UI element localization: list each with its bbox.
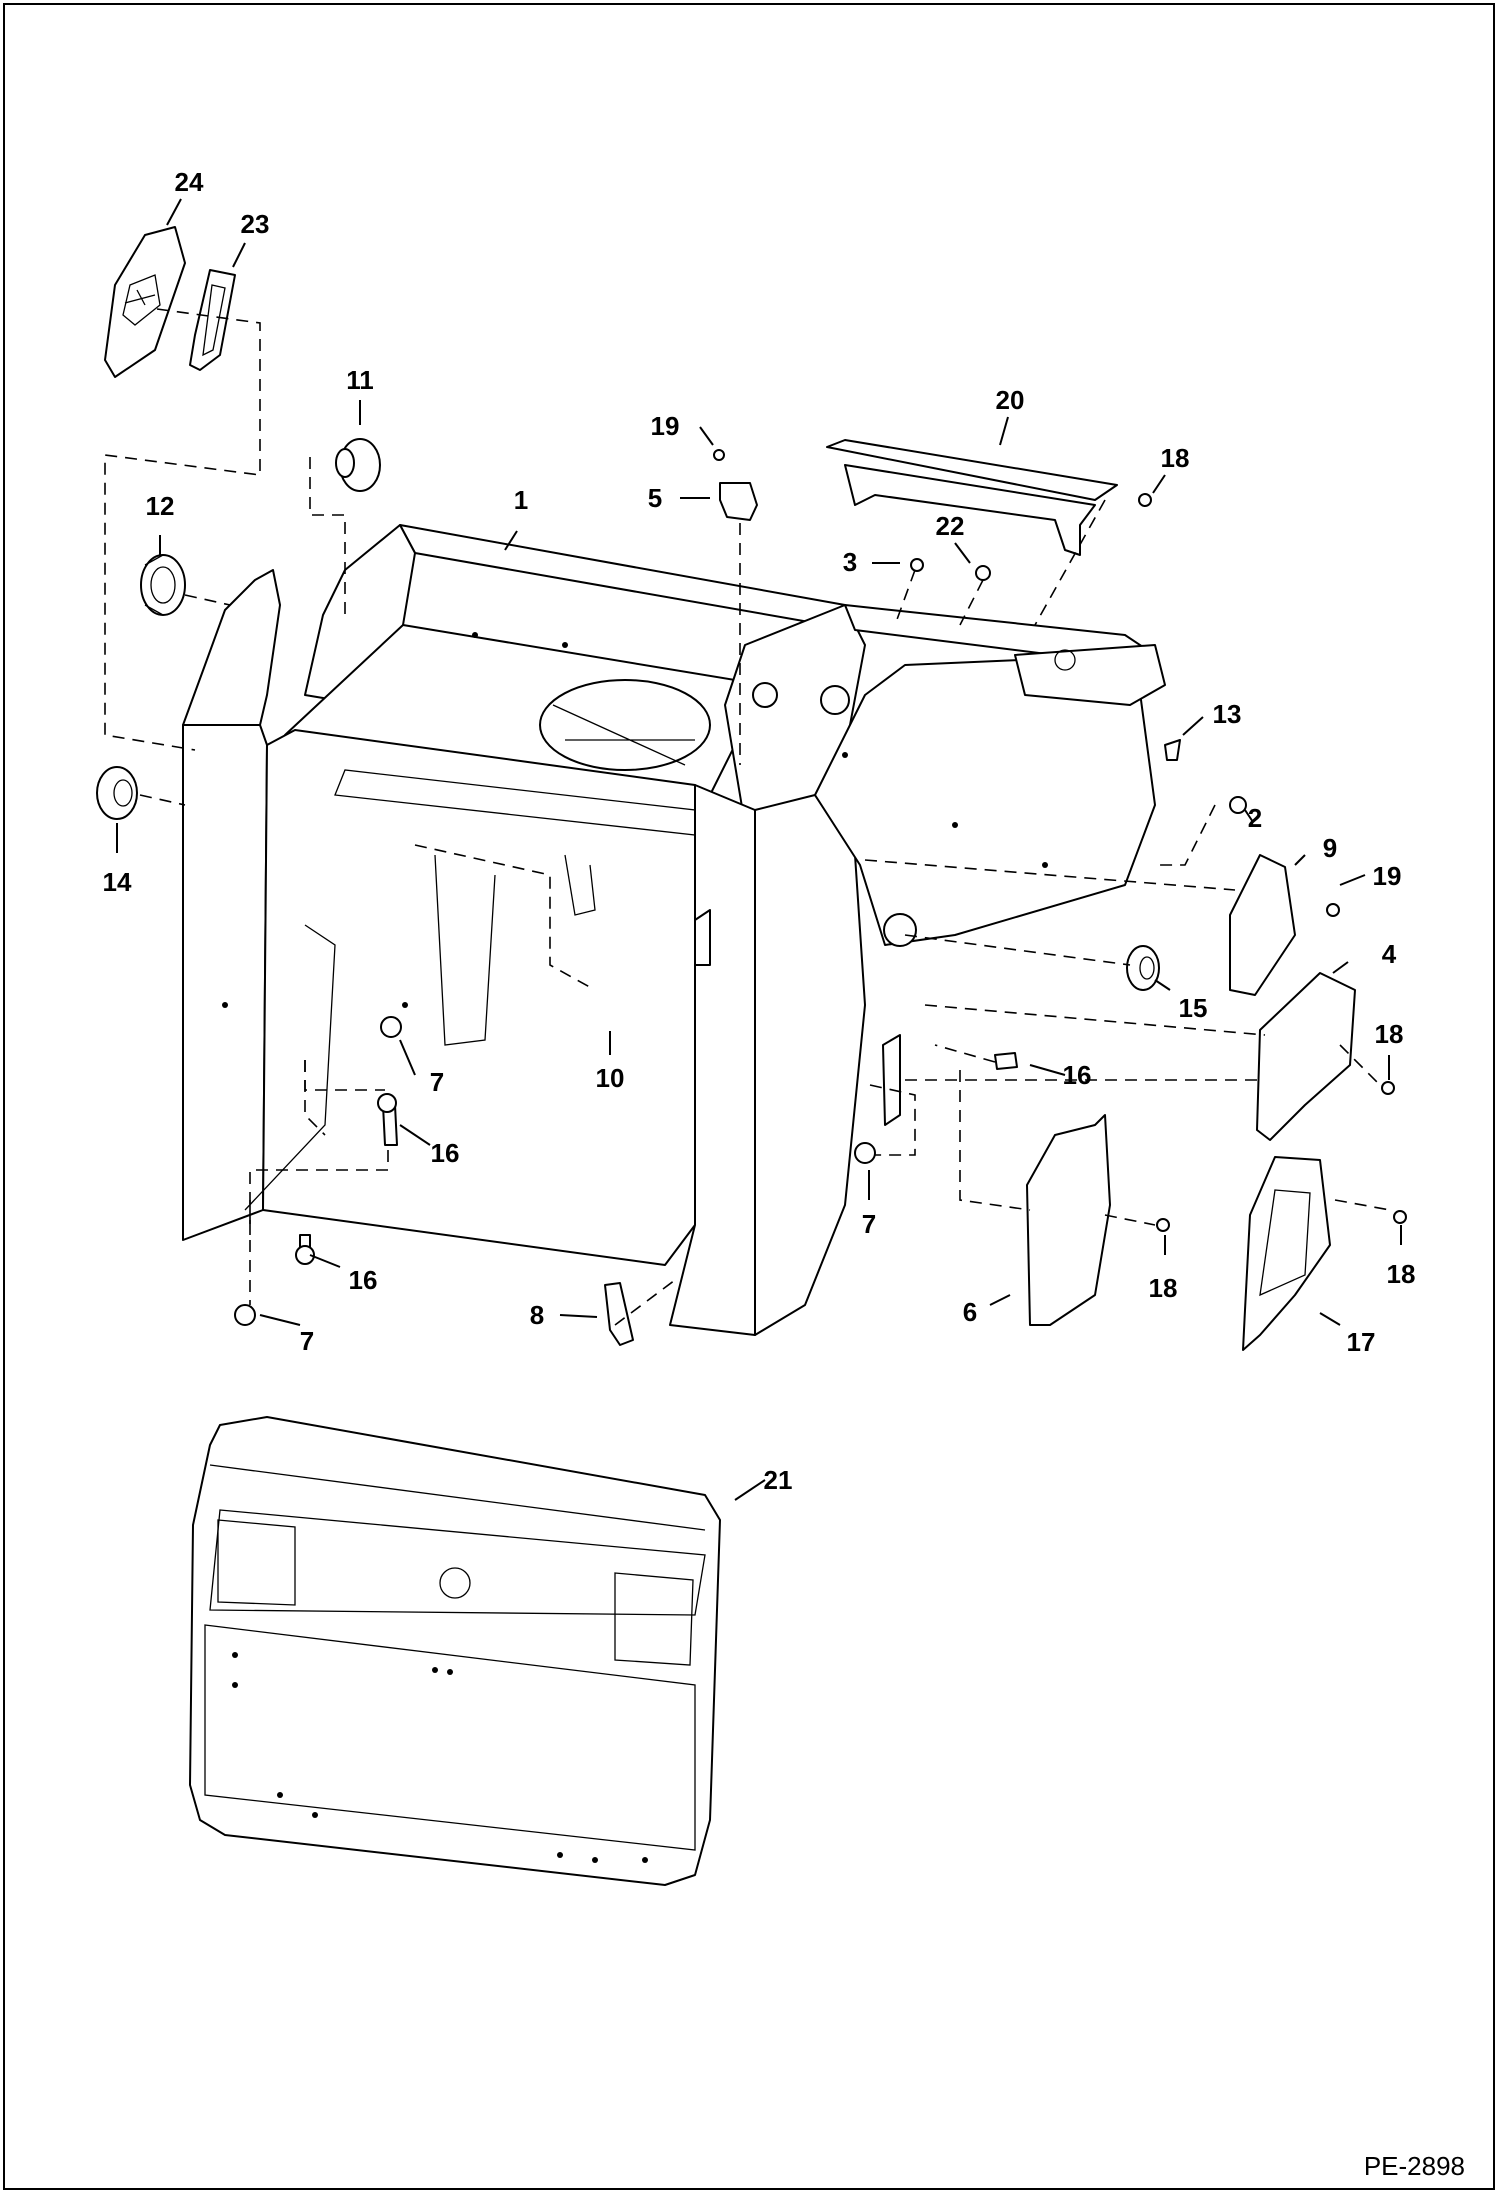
part-23-gasket [189, 269, 236, 371]
callout-24: 24 [175, 167, 204, 197]
callout-7-b: 7 [300, 1326, 314, 1356]
fastener-shapes [234, 449, 1407, 1326]
callout-18-mid: 18 [1149, 1273, 1178, 1303]
part-21-rear-panel [189, 1416, 721, 1886]
parts-diagram-page: 24 23 11 12 14 10 1 5 19 3 22 20 18 13 2… [3, 3, 1495, 2190]
callout-labels: 24 23 11 12 14 10 1 5 19 3 22 20 18 13 2… [103, 167, 1416, 1495]
callout-7-right: 7 [862, 1209, 876, 1239]
callout-3: 3 [843, 547, 857, 577]
leader-lines [116, 198, 1402, 1501]
callout-10: 10 [596, 1063, 625, 1093]
callout-12: 12 [146, 491, 175, 521]
callout-18-top: 18 [1161, 443, 1190, 473]
callout-21: 21 [764, 1465, 793, 1495]
callout-1: 1 [514, 485, 528, 515]
part-24-grille [104, 226, 186, 378]
part-15-bushing [1126, 945, 1160, 991]
part-12-bearing [140, 554, 186, 616]
exploded-view-drawing: 24 23 11 12 14 10 1 5 19 3 22 20 18 13 2… [96, 167, 1465, 2181]
assembly-lines [104, 308, 1391, 1326]
part-4-panel [1256, 972, 1356, 1141]
part-5-bracket [719, 482, 758, 521]
callout-7-a: 7 [430, 1067, 444, 1097]
callout-15: 15 [1179, 993, 1208, 1023]
callout-14: 14 [103, 867, 132, 897]
callout-13: 13 [1213, 699, 1242, 729]
callout-16-a: 16 [431, 1138, 460, 1168]
part-20-bracket [826, 439, 1118, 556]
callout-6: 6 [963, 1297, 977, 1327]
part-8-clip [604, 1282, 634, 1346]
part-11-bushing [335, 438, 381, 492]
callout-16-b: 16 [349, 1265, 378, 1295]
callout-9: 9 [1323, 833, 1337, 863]
callout-5: 5 [648, 483, 662, 513]
reference-code: PE-2898 [1364, 2151, 1465, 2181]
callout-20: 20 [996, 385, 1025, 415]
callout-18-bottom: 18 [1387, 1259, 1416, 1289]
callout-22: 22 [936, 511, 965, 541]
part-6-panel [1026, 1114, 1111, 1326]
callout-4: 4 [1382, 939, 1397, 969]
callout-11: 11 [346, 365, 374, 395]
callout-18-right: 18 [1375, 1019, 1404, 1049]
callout-8: 8 [530, 1300, 544, 1330]
callout-17: 17 [1347, 1327, 1376, 1357]
part-9-cover [1229, 854, 1296, 996]
part-1-main-frame [182, 524, 1166, 1336]
callout-2: 2 [1248, 803, 1262, 833]
part-14-bushing [96, 766, 138, 820]
callout-19-right: 19 [1373, 861, 1402, 891]
callout-16-right: 16 [1063, 1060, 1092, 1090]
callout-23: 23 [241, 209, 270, 239]
callout-19-top: 19 [651, 411, 680, 441]
part-17-shield [1242, 1156, 1331, 1351]
